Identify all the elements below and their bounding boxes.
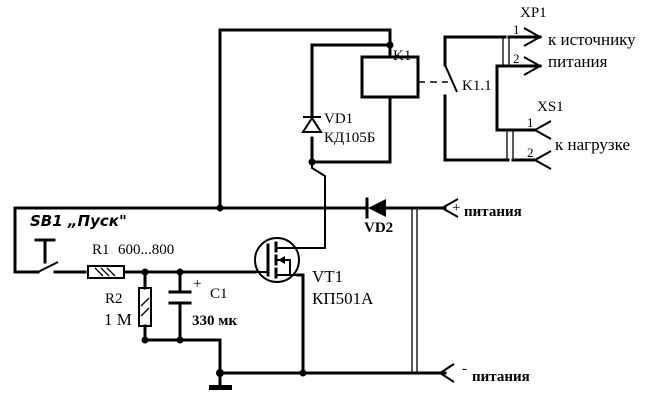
terminal-minus: - питания	[438, 361, 530, 385]
junction-dot	[216, 369, 224, 377]
vt1-ref: VT1	[312, 267, 343, 286]
r2-ref: R2	[105, 291, 123, 307]
junction-dot	[141, 336, 149, 344]
vt1-value: КП501А	[312, 289, 374, 308]
diode-vd1: VD1 КД105Б	[301, 111, 375, 146]
relay-coil-k1: K1	[360, 48, 448, 99]
r1-ref: R1	[92, 242, 110, 258]
diode-vd2: VD2	[364, 197, 393, 236]
c1-ref: C1	[210, 286, 228, 302]
xp1-pin1: 1	[513, 22, 520, 37]
r2-value: 1 M	[104, 310, 132, 329]
r1-value: 600...800	[118, 242, 174, 258]
plus-sign: +	[452, 200, 460, 216]
junction-dots	[141, 41, 394, 377]
minus-label: питания	[472, 369, 530, 385]
minus-sign: -	[462, 361, 467, 377]
vd1-ref: VD1	[324, 111, 353, 127]
terminal-plus: + питания	[439, 198, 522, 220]
junction-dot	[176, 336, 184, 344]
junction-dot	[216, 204, 224, 212]
supply-connector-bars	[411, 208, 418, 373]
capacitor-c1: + C1 330 мк	[168, 276, 237, 329]
xp1-desc-line1: к источнику	[548, 30, 636, 49]
connector-xp1: XP1 1 2 к источнику питания	[495, 5, 636, 132]
resistor-r2: R2 1 M	[104, 287, 152, 329]
c1-value: 330 мк	[192, 313, 237, 329]
sb1-label: SB1 „Пуск"	[30, 212, 127, 230]
k11-ref: K1.1	[462, 78, 492, 94]
xp1-desc-line2: питания	[548, 52, 608, 71]
push-button-sb1: SB1 „Пуск"	[30, 212, 127, 273]
mosfet-vt1: VT1 КП501А	[254, 237, 374, 308]
c1-polarity: +	[193, 276, 201, 292]
junction-dot	[308, 158, 316, 166]
vd1-value: КД105Б	[324, 130, 375, 146]
xs1-pin1: 1	[527, 115, 534, 130]
connector-xs1: XS1 1 2 к нагрузке	[495, 99, 630, 170]
junction-dot	[141, 268, 149, 276]
xp1-ref: XP1	[520, 5, 547, 21]
junction-dot	[386, 41, 394, 49]
xs1-ref: XS1	[537, 99, 564, 115]
xs1-desc: к нагрузке	[555, 135, 630, 154]
resistor-r1: R1 600...800	[87, 242, 174, 279]
xs1-pin2: 2	[527, 145, 534, 160]
k1-ref: K1	[393, 48, 411, 64]
xp1-pin2: 2	[513, 51, 520, 66]
plus-label: питания	[464, 204, 522, 220]
vd2-ref: VD2	[364, 220, 393, 236]
relay-contact-k11: K1.1	[443, 35, 510, 162]
junction-dot	[299, 369, 307, 377]
junction-dot	[176, 268, 184, 276]
